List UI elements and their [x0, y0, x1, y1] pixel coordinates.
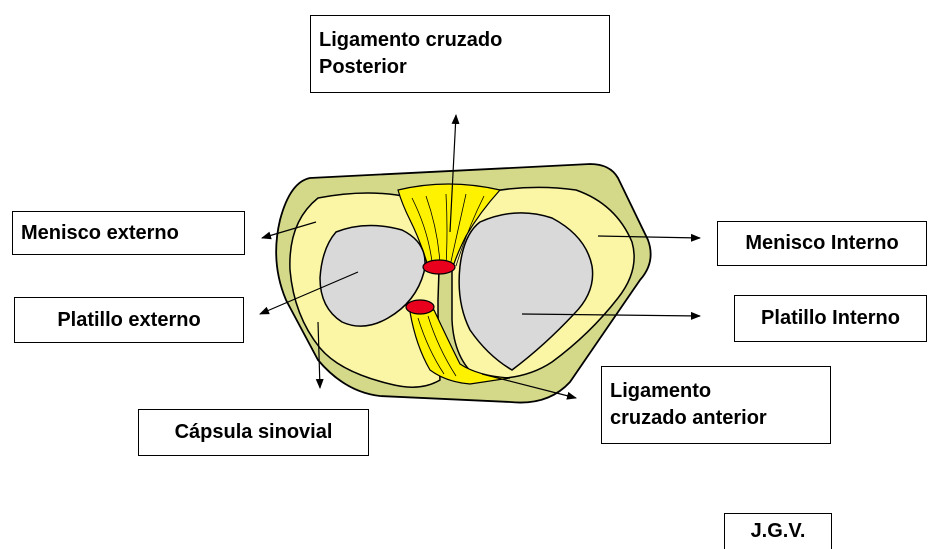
lcp-line-2: Posterior	[319, 54, 407, 81]
label-menisco-externo: Menisco externo	[12, 211, 245, 255]
signature-text: J.G.V.	[751, 518, 806, 545]
acl-insertion-red	[406, 300, 434, 314]
label-ligamento-cruzado-anterior: Ligamento cruzado anterior	[601, 366, 831, 444]
lcp-line-1: Ligamento cruzado	[319, 27, 502, 54]
signature-jgv: J.G.V.	[724, 513, 832, 549]
label-ligamento-cruzado-posterior: Ligamento cruzado Posterior	[310, 15, 610, 93]
label-platillo-interno: Platillo Interno	[734, 295, 927, 342]
menisco-interno-text: Menisco Interno	[745, 230, 898, 257]
pcl-insertion-red	[423, 260, 455, 274]
lca-line-2: cruzado anterior	[610, 405, 767, 432]
platillo-interno-text: Platillo Interno	[761, 305, 900, 332]
label-capsula-sinovial: Cápsula sinovial	[138, 409, 369, 456]
label-platillo-externo: Platillo externo	[14, 297, 244, 343]
menisco-externo-text: Menisco externo	[21, 220, 179, 247]
label-menisco-interno: Menisco Interno	[717, 221, 927, 266]
capsula-sinovial-text: Cápsula sinovial	[175, 419, 333, 446]
platillo-externo-text: Platillo externo	[57, 307, 200, 334]
lca-line-1: Ligamento	[610, 378, 711, 405]
